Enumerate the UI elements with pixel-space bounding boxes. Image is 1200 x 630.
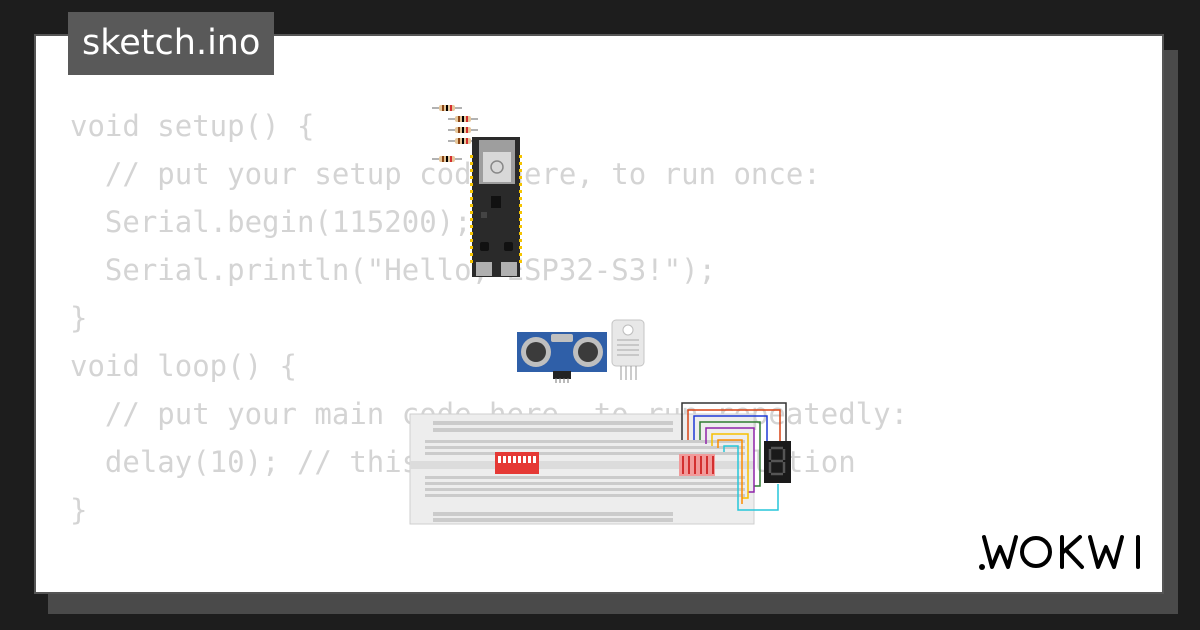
resistor — [432, 156, 462, 162]
preview-card: void setup() { // put your setup code he… — [34, 34, 1164, 594]
dht22-sensor[interactable] — [611, 319, 645, 380]
seven-segment-display[interactable] — [764, 441, 791, 483]
esp32-s3-board[interactable] — [470, 137, 522, 277]
wokwi-logo[interactable] — [978, 529, 1150, 577]
code-line: } — [70, 301, 88, 335]
dip-switch[interactable] — [495, 452, 539, 474]
resistor — [448, 127, 478, 133]
code-line: Serial.begin(115200); — [70, 205, 472, 239]
code-line: } — [70, 493, 88, 527]
resistor — [432, 105, 462, 111]
resistor — [448, 116, 478, 122]
code-line: void setup() { — [70, 109, 315, 143]
hc-sr04-sensor[interactable] — [517, 332, 607, 383]
code-line: Serial.println("Hello, ESP32-S3!"); — [70, 253, 717, 287]
resistors — [432, 105, 478, 162]
resistor-array — [679, 454, 715, 476]
file-tab[interactable]: sketch.ino — [68, 12, 275, 75]
code-line: void loop() { — [70, 349, 297, 383]
